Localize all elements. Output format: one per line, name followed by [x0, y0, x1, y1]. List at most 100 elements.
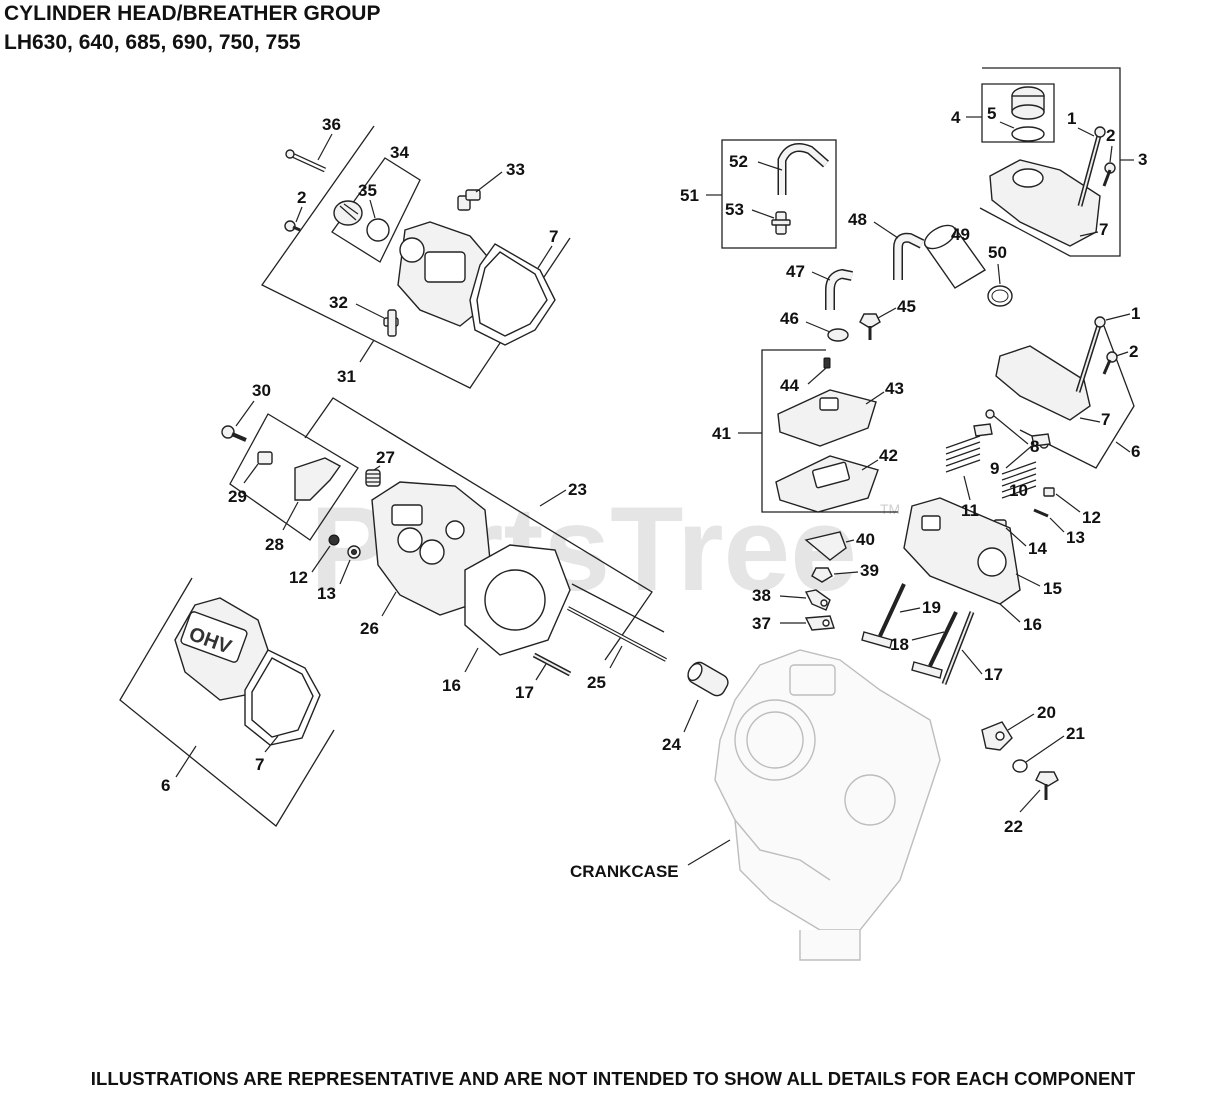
callout-19: 19 [922, 598, 941, 617]
callout-52: 52 [729, 152, 748, 171]
callout-17-left: 17 [515, 683, 534, 702]
exploded-parts-diagram: PartsTree TM CRANKCASE [119, 67, 1147, 961]
valve-cover-31 [397, 221, 493, 327]
fitting-53 [771, 211, 791, 235]
stud-17-right [941, 611, 975, 685]
filter-49 [923, 224, 987, 289]
callout-7-lower-left: 7 [255, 755, 264, 774]
gasket-7-lower-left [244, 649, 321, 746]
rocker-arm-28 [294, 457, 342, 501]
callout-50: 50 [988, 243, 1007, 262]
screw-2-left [284, 220, 301, 232]
clip-38 [804, 589, 831, 611]
callout-15: 15 [1043, 579, 1062, 598]
callout-29: 29 [228, 487, 247, 506]
bolt-1-top [1077, 126, 1106, 207]
callout-33: 33 [506, 160, 525, 179]
callout-16-right: 16 [1023, 615, 1042, 634]
callout-32: 32 [329, 293, 348, 312]
callout-48: 48 [848, 210, 867, 229]
clamp-50 [987, 285, 1013, 307]
callout-47: 47 [786, 262, 805, 281]
callout-37: 37 [752, 614, 771, 633]
head-gasket-16-left [464, 544, 571, 656]
spring-27 [365, 469, 381, 487]
fitting-33 [457, 189, 481, 211]
valve-18 [911, 611, 958, 679]
callout-40: 40 [856, 530, 875, 549]
bolt-36 [285, 149, 327, 173]
clip-37 [804, 615, 835, 631]
callout-24: 24 [662, 735, 681, 754]
valve-cover-7-right [995, 345, 1091, 421]
bolt-1-right [1075, 316, 1106, 393]
callout-12-right: 12 [1082, 508, 1101, 527]
o-ring-35 [366, 218, 390, 242]
model-list: LH630, 640, 685, 690, 750, 755 [4, 31, 301, 54]
cylinder-head-26 [371, 481, 491, 616]
callout-34: 34 [390, 143, 409, 162]
callout-35: 35 [358, 181, 377, 200]
retainer-9a [973, 423, 993, 437]
oil-cap [1011, 86, 1045, 120]
watermark-tm: TM [880, 501, 900, 517]
valve-cover-7-top-right [989, 159, 1101, 247]
callout-43: 43 [885, 379, 904, 398]
callout-38: 38 [752, 586, 771, 605]
callout-45: 45 [897, 297, 916, 316]
bracket-3 [979, 67, 1121, 257]
stud-17-left [532, 652, 572, 677]
spring-44 [823, 357, 831, 369]
callout-16-left: 16 [442, 676, 461, 695]
o-ring-5 [1011, 126, 1045, 142]
hose-48 [893, 232, 925, 280]
callout-21: 21 [1066, 724, 1085, 743]
callout-36: 36 [322, 115, 341, 134]
callout-41: 41 [712, 424, 731, 443]
callout-9: 9 [990, 459, 999, 478]
keeper-8a [985, 409, 995, 419]
clip-46 [827, 328, 849, 342]
screw-45 [859, 313, 881, 340]
screw-2-right [1102, 351, 1118, 375]
fitting-32 [383, 309, 399, 337]
retainer-9b [1031, 433, 1051, 447]
callout-5: 5 [987, 104, 996, 123]
callout-25: 25 [587, 673, 606, 692]
callout-2-top: 2 [1106, 126, 1115, 145]
bracket-6-right [1019, 325, 1135, 469]
valve-19 [861, 583, 906, 649]
crankcase-illustration [714, 649, 941, 961]
callout-30: 30 [252, 381, 271, 400]
callout-46: 46 [780, 309, 799, 328]
screw-2-top [1102, 162, 1116, 187]
diagram-title: CYLINDER HEAD/BREATHER GROUP [4, 2, 381, 25]
callout-51: 51 [680, 186, 699, 205]
callout-7-right: 7 [1101, 410, 1110, 429]
breather-cover-43 [777, 389, 877, 447]
screw-39 [811, 567, 833, 583]
callout-39: 39 [860, 561, 879, 580]
callout-2-right: 2 [1129, 342, 1138, 361]
callout-14: 14 [1028, 539, 1047, 558]
pin-13-right [1033, 508, 1049, 518]
callout-8: 8 [1030, 437, 1039, 456]
callout-53: 53 [725, 200, 744, 219]
box-51 [721, 139, 837, 249]
callout-6-left: 6 [161, 776, 170, 795]
callout-17-right: 17 [984, 665, 1003, 684]
callout-27: 27 [376, 448, 395, 467]
callout-1-top: 1 [1067, 109, 1076, 128]
callout-49: 49 [951, 225, 970, 244]
bracket-23 [304, 397, 653, 661]
callout-12-left: 12 [289, 568, 308, 587]
breather-reed-42 [775, 455, 879, 513]
callout-7-upper-left: 7 [549, 227, 558, 246]
callout-42: 42 [879, 446, 898, 465]
callout-1-right: 1 [1131, 304, 1140, 323]
valve-spring-11a [945, 435, 981, 473]
callout-11: 11 [961, 501, 979, 520]
callout-10: 10 [1009, 481, 1028, 500]
bracket-6-left [119, 577, 335, 827]
bolt-30 [221, 425, 247, 442]
